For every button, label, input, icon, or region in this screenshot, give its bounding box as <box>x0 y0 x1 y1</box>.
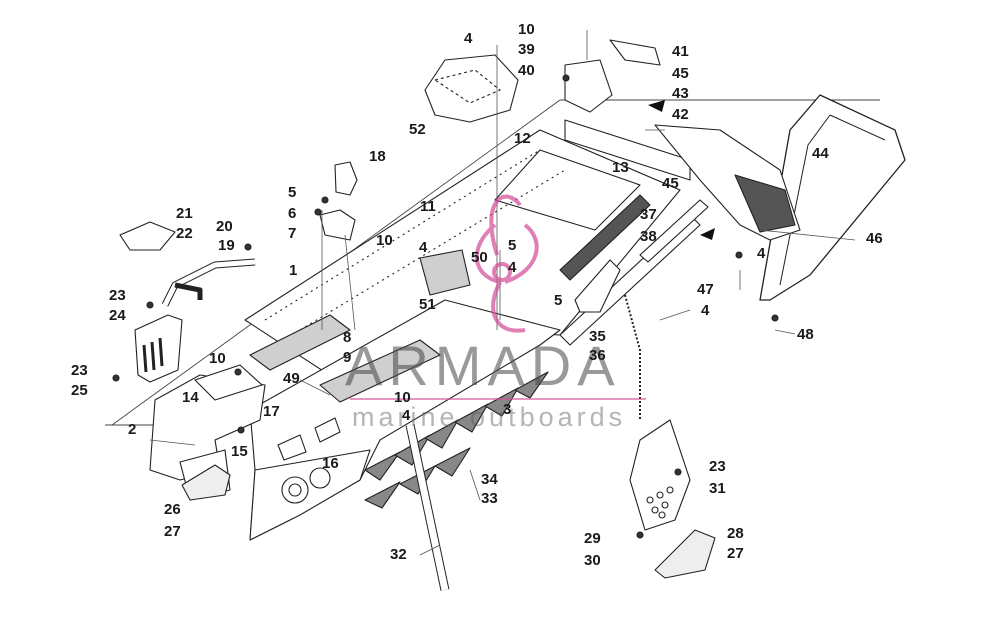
callout-42: 42 <box>672 106 689 123</box>
seat-pad <box>424 54 519 123</box>
callout-45: 45 <box>662 175 679 192</box>
hardware <box>112 74 779 539</box>
callout-5: 5 <box>508 237 517 254</box>
bracket-part <box>319 209 356 241</box>
callout-10: 10 <box>209 350 226 367</box>
long-rod <box>405 424 450 591</box>
callout-16: 16 <box>322 455 339 472</box>
callout-10: 10 <box>518 21 535 38</box>
cap-cover <box>119 221 176 251</box>
callout-8: 8 <box>343 329 352 346</box>
callout-27: 27 <box>164 523 181 540</box>
callout-51: 51 <box>419 296 436 313</box>
callout-9: 9 <box>343 349 352 366</box>
watermark-accent-bar <box>350 398 646 400</box>
callout-44: 44 <box>812 145 829 162</box>
hitch-plate <box>629 419 691 531</box>
side-bracket <box>574 259 621 313</box>
strap-chain <box>624 294 641 420</box>
callout-47: 47 <box>697 281 714 298</box>
callout-10: 10 <box>376 232 393 249</box>
callout-33: 33 <box>481 490 498 507</box>
callout-32: 32 <box>390 546 407 563</box>
watermark-title: ARMADA <box>345 334 621 397</box>
tail-light-housing <box>654 124 801 241</box>
callout-5: 5 <box>288 184 297 201</box>
callout-6: 6 <box>288 205 297 222</box>
callout-21: 21 <box>176 205 193 222</box>
clip-part <box>334 161 358 196</box>
callout-3: 3 <box>503 401 512 418</box>
callout-34: 34 <box>481 471 498 488</box>
callout-4: 4 <box>402 407 411 424</box>
callout-2: 2 <box>128 421 137 438</box>
callout-10: 10 <box>394 389 411 406</box>
callout-5: 5 <box>554 292 563 309</box>
callout-11: 11 <box>420 198 436 215</box>
callout-4: 4 <box>757 245 766 262</box>
watermark-subtitle: marine outboards <box>352 402 627 432</box>
callout-27: 27 <box>727 545 744 562</box>
callout-1: 1 <box>289 262 298 279</box>
callout-31: 31 <box>709 480 726 497</box>
vent-cover <box>134 314 183 383</box>
callout-46: 46 <box>866 230 883 247</box>
left-side-plate <box>249 299 561 541</box>
rear-rail <box>564 119 691 181</box>
callout-39: 39 <box>518 41 535 58</box>
callout-23: 23 <box>709 458 726 475</box>
callout-25: 25 <box>71 382 88 399</box>
callout-7: 7 <box>288 225 297 242</box>
callout-35: 35 <box>589 328 606 345</box>
callout-26: 26 <box>164 501 181 518</box>
callout-28: 28 <box>727 525 744 542</box>
callout-15: 15 <box>231 443 248 460</box>
callout-49: 49 <box>283 370 300 387</box>
rail-rod <box>639 199 709 263</box>
callout-41: 41 <box>672 43 689 60</box>
callout-23: 23 <box>109 287 126 304</box>
callout-29: 29 <box>584 530 601 547</box>
callout-14: 14 <box>182 389 199 406</box>
callout-4: 4 <box>419 239 428 256</box>
callout-4: 4 <box>508 259 517 276</box>
arrow-markers <box>648 100 715 240</box>
callout-18: 18 <box>369 148 386 165</box>
grab-handle <box>161 258 256 307</box>
callout-24: 24 <box>109 307 126 324</box>
callout-52: 52 <box>409 121 426 138</box>
callout-45: 45 <box>672 65 689 82</box>
callout-17: 17 <box>263 403 280 420</box>
traction-mats <box>249 249 471 403</box>
callout-37: 37 <box>640 206 657 223</box>
callout-48: 48 <box>797 326 814 343</box>
callout-30: 30 <box>584 552 601 569</box>
callout-20: 20 <box>216 218 233 235</box>
callout-4: 4 <box>701 302 710 319</box>
callout-19: 19 <box>218 237 235 254</box>
latch-part <box>609 39 661 66</box>
callout-50: 50 <box>471 249 488 266</box>
callout-13: 13 <box>612 159 629 176</box>
upper-bracket <box>564 59 613 113</box>
callout-23: 23 <box>71 362 88 379</box>
callout-40: 40 <box>518 62 535 79</box>
callout-38: 38 <box>640 228 657 245</box>
callout-4: 4 <box>464 30 473 47</box>
callout-43: 43 <box>672 85 689 102</box>
callout-22: 22 <box>176 225 193 242</box>
callout-12: 12 <box>514 130 531 147</box>
callout-36: 36 <box>589 347 606 364</box>
footrest-trays <box>181 464 716 579</box>
watermark-propeller-logo <box>474 194 539 333</box>
